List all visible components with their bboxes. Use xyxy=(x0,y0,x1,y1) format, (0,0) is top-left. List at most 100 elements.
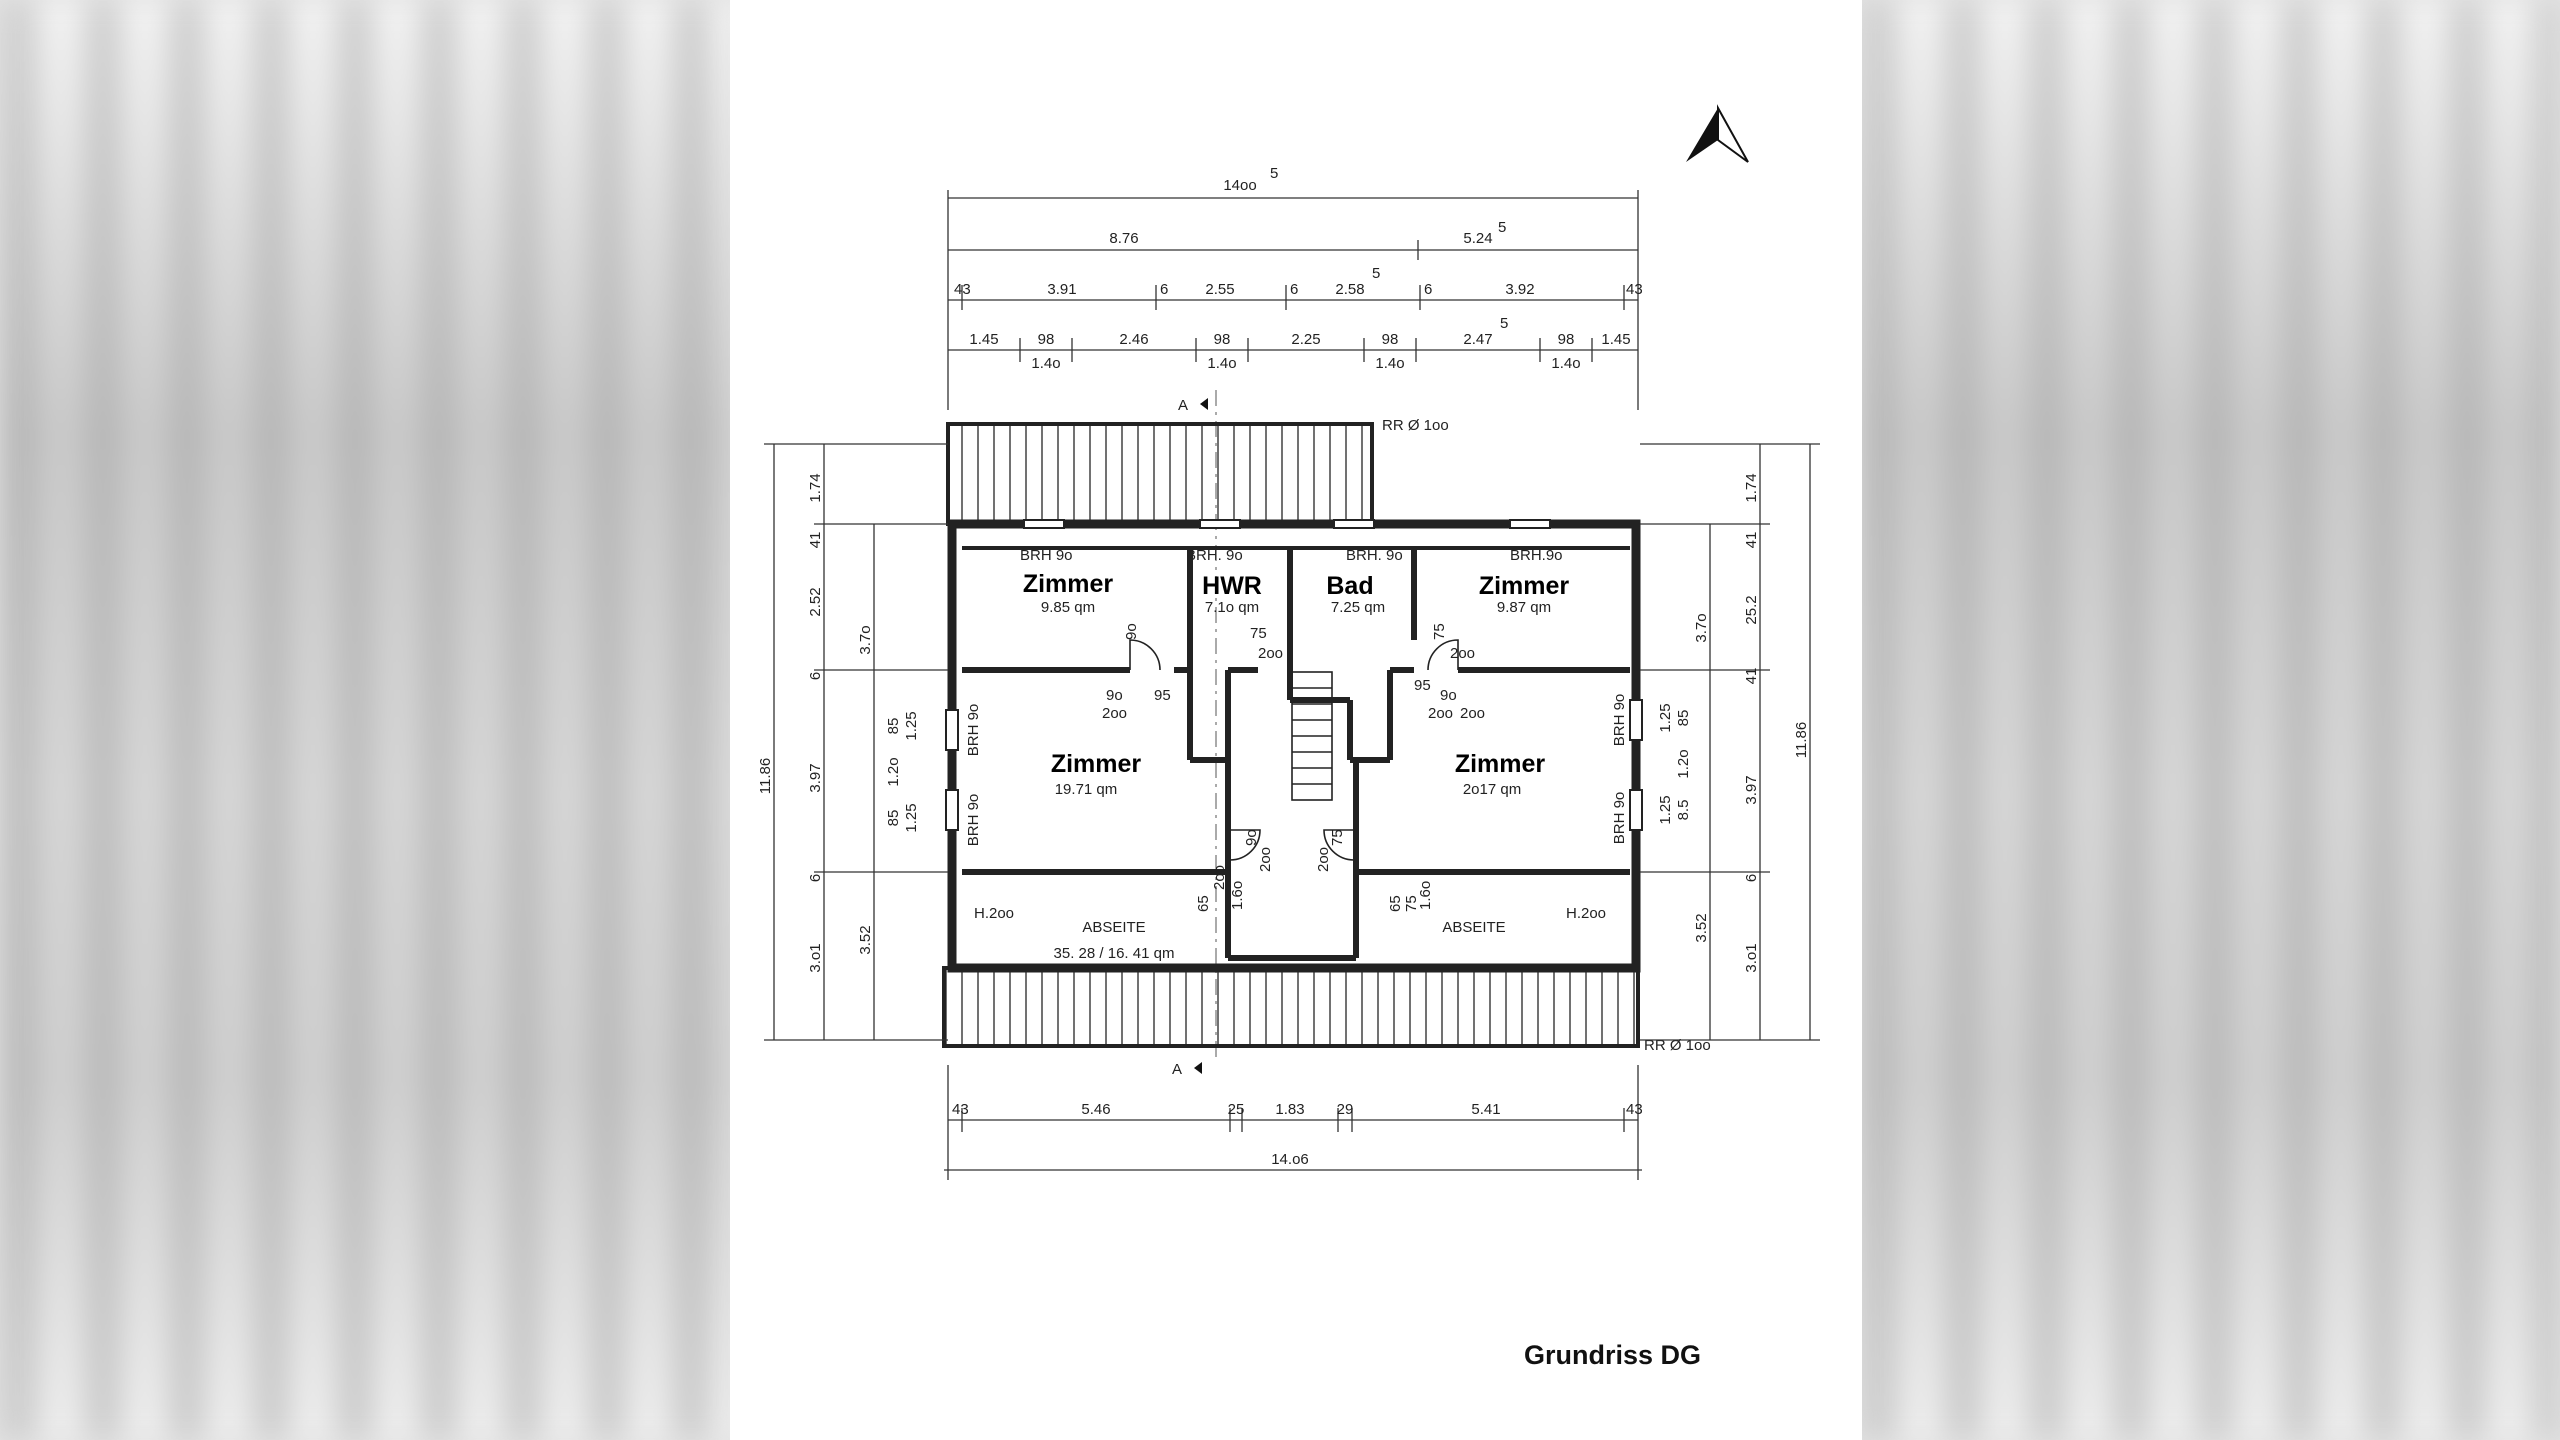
downpipe-bottom-label: RR Ø 1oo xyxy=(1644,1037,1711,1054)
left-dimensions xyxy=(764,443,948,1041)
section-markers: A A RR Ø 1oo RR Ø 1oo xyxy=(1172,390,1711,1078)
dim-top-row3-5: 2.58 xyxy=(1335,281,1364,298)
dim-bottom-5: 5.41 xyxy=(1471,1101,1500,1118)
dim-overall-top: 14oo xyxy=(1223,177,1256,194)
bottom-dimensions xyxy=(944,1065,1642,1180)
dim-top-row4-sup: 5 xyxy=(1500,315,1508,332)
dim-top-row4-sub-3: 1.4o xyxy=(1551,355,1580,372)
dim-top-row4-6: 2.47 xyxy=(1463,331,1492,348)
floor-plan-drawing: 14oo 5 8.76 5.24 5 43 3.91 6 2.55 6 2.58… xyxy=(757,104,1820,1180)
room-area-5: 2o17 qm xyxy=(1463,781,1521,798)
dim-top-row4-4: 2.25 xyxy=(1291,331,1320,348)
door-labels: 75 2oo 9o 2oo 75 2oo 9o 2oo 95 95 9o 2oo… xyxy=(1102,623,1485,912)
dim-left-4: 3.7o xyxy=(857,625,874,654)
section-marker-bottom: A xyxy=(1172,1061,1182,1078)
blurred-background-right xyxy=(1860,0,2560,1440)
room-name-3: Zimmer xyxy=(1479,572,1570,600)
room-area-2: 7.25 qm xyxy=(1331,599,1385,616)
dim-left-9: 1.25 xyxy=(903,711,920,740)
dim-top-row4-sub-2: 1.4o xyxy=(1375,355,1404,372)
dim-top-row3-7: 6 xyxy=(1424,281,1432,298)
dim-bottom-1: 5.46 xyxy=(1081,1101,1110,1118)
dim-right-1: 3.7o xyxy=(1693,613,1710,642)
section-marker-top: A xyxy=(1178,397,1188,414)
door-label-10: 9o xyxy=(1440,687,1457,704)
room-name-5: Zimmer xyxy=(1455,750,1546,778)
abseite-left-area: 35. 28 / 16. 41 qm xyxy=(1054,945,1175,962)
dim-right-10: 1.25 xyxy=(1657,703,1674,732)
dim-right-7: 85 xyxy=(1675,710,1692,727)
dim-right-8: 1.2o xyxy=(1675,749,1692,778)
north-arrow-icon xyxy=(1686,104,1749,163)
door-label-15: 2oo xyxy=(1315,847,1332,872)
dim-right-12: 41 xyxy=(1743,532,1760,549)
balcony-top xyxy=(946,422,1374,526)
room-name-1: HWR xyxy=(1202,572,1262,600)
right-dimensions xyxy=(1640,443,1820,1041)
dim-left-13: 6 xyxy=(807,874,824,882)
dim-bottom-3: 1.83 xyxy=(1275,1101,1304,1118)
window-label-7: BRH 9o xyxy=(1611,792,1628,845)
abseite-right-height: H.2oo xyxy=(1566,905,1606,922)
room-area-4: 19.71 qm xyxy=(1055,781,1118,798)
door-label-2: 9o xyxy=(1123,623,1140,640)
dim-right-14: 6 xyxy=(1743,874,1760,882)
room-area-0: 9.85 qm xyxy=(1041,599,1095,616)
window-label-3: BRH.9o xyxy=(1510,547,1563,564)
door-label-21: 65 xyxy=(1387,895,1404,912)
dim-left-5: 3.52 xyxy=(857,925,874,954)
dim-top-row3-6: 5 xyxy=(1372,265,1380,282)
door-label-4: 75 xyxy=(1431,623,1448,640)
window-label-2: BRH. 9o xyxy=(1346,547,1403,564)
dim-bottom-2: 25 xyxy=(1228,1101,1245,1118)
dim-top-row4-5: 98 xyxy=(1382,331,1399,348)
window-label-4: BRH 9o xyxy=(965,704,982,757)
top-dimensions xyxy=(947,190,1639,410)
room-name-0: Zimmer xyxy=(1023,570,1114,598)
window-labels: BRH 9o BRH. 9o BRH. 9o BRH.9o BRH 9o BRH… xyxy=(965,547,1628,846)
dim-top-row3-1: 3.91 xyxy=(1047,281,1076,298)
dim-right-11: 1.25 xyxy=(1657,795,1674,824)
dim-top-row4-0: 1.45 xyxy=(969,331,998,348)
door-label-18: 1.6o xyxy=(1229,881,1246,910)
door-label-16: 65 xyxy=(1195,895,1212,912)
windows xyxy=(945,519,1643,831)
door-label-14: 75 xyxy=(1329,829,1346,846)
door-label-11: 2oo xyxy=(1428,705,1453,722)
floor-plan-sheet: 14oo 5 8.76 5.24 5 43 3.91 6 2.55 6 2.58… xyxy=(730,0,1862,1440)
dim-right-9: 8.5 xyxy=(1675,800,1692,821)
dim-top-row4-sub-0: 1.4o xyxy=(1031,355,1060,372)
dim-left-7: 1.2o xyxy=(885,757,902,786)
dim-bottom-overall: 14.o6 xyxy=(1271,1151,1309,1168)
interior-walls xyxy=(962,548,1630,961)
dim-top-row4-8: 1.45 xyxy=(1601,331,1630,348)
door-label-8: 95 xyxy=(1154,687,1171,704)
dim-left-2: 3.97 xyxy=(807,763,824,792)
dim-left-overall: 11.86 xyxy=(757,758,774,794)
dim-top-row3-2: 6 xyxy=(1160,281,1168,298)
dim-right-3: 3.52 xyxy=(1693,913,1710,942)
door-label-19: 1.6o xyxy=(1417,881,1434,910)
dim-left-0: 1.74 xyxy=(807,473,824,502)
dim-right-2: 3.97 xyxy=(1743,775,1760,804)
dim-right-5: 3.o1 xyxy=(1743,943,1760,972)
room-labels: Zimmer 9.85 qm HWR 7.1o qm Bad 7.25 qm Z… xyxy=(974,570,1606,962)
dim-bottom-6: 43 xyxy=(1626,1101,1643,1118)
dim-top-row2-a: 8.76 xyxy=(1109,230,1138,247)
dim-left-8: 85 xyxy=(885,810,902,827)
dim-top-row2-sup: 5 xyxy=(1498,219,1506,236)
dim-right-overall: 11.86 xyxy=(1793,722,1810,758)
window-label-0: BRH 9o xyxy=(1020,547,1073,564)
dim-top-row3-4: 6 xyxy=(1290,281,1298,298)
dim-top-row3-8: 3.92 xyxy=(1505,281,1534,298)
dim-top-row4-2: 2.46 xyxy=(1119,331,1148,348)
balcony-bottom xyxy=(942,966,1640,1048)
door-label-13: 2oo xyxy=(1257,847,1274,872)
door-swings xyxy=(1129,639,1459,861)
room-area-3: 9.87 qm xyxy=(1497,599,1551,616)
bottom-dimension-labels: 43 5.46 25 1.83 29 5.41 43 14.o6 xyxy=(952,1101,1643,1168)
door-label-3: 2oo xyxy=(1102,705,1127,722)
dim-left-12: 6 xyxy=(807,672,824,680)
plan-title: Grundriss DG xyxy=(1524,1340,1702,1370)
dim-top-row3-0: 43 xyxy=(954,281,971,298)
